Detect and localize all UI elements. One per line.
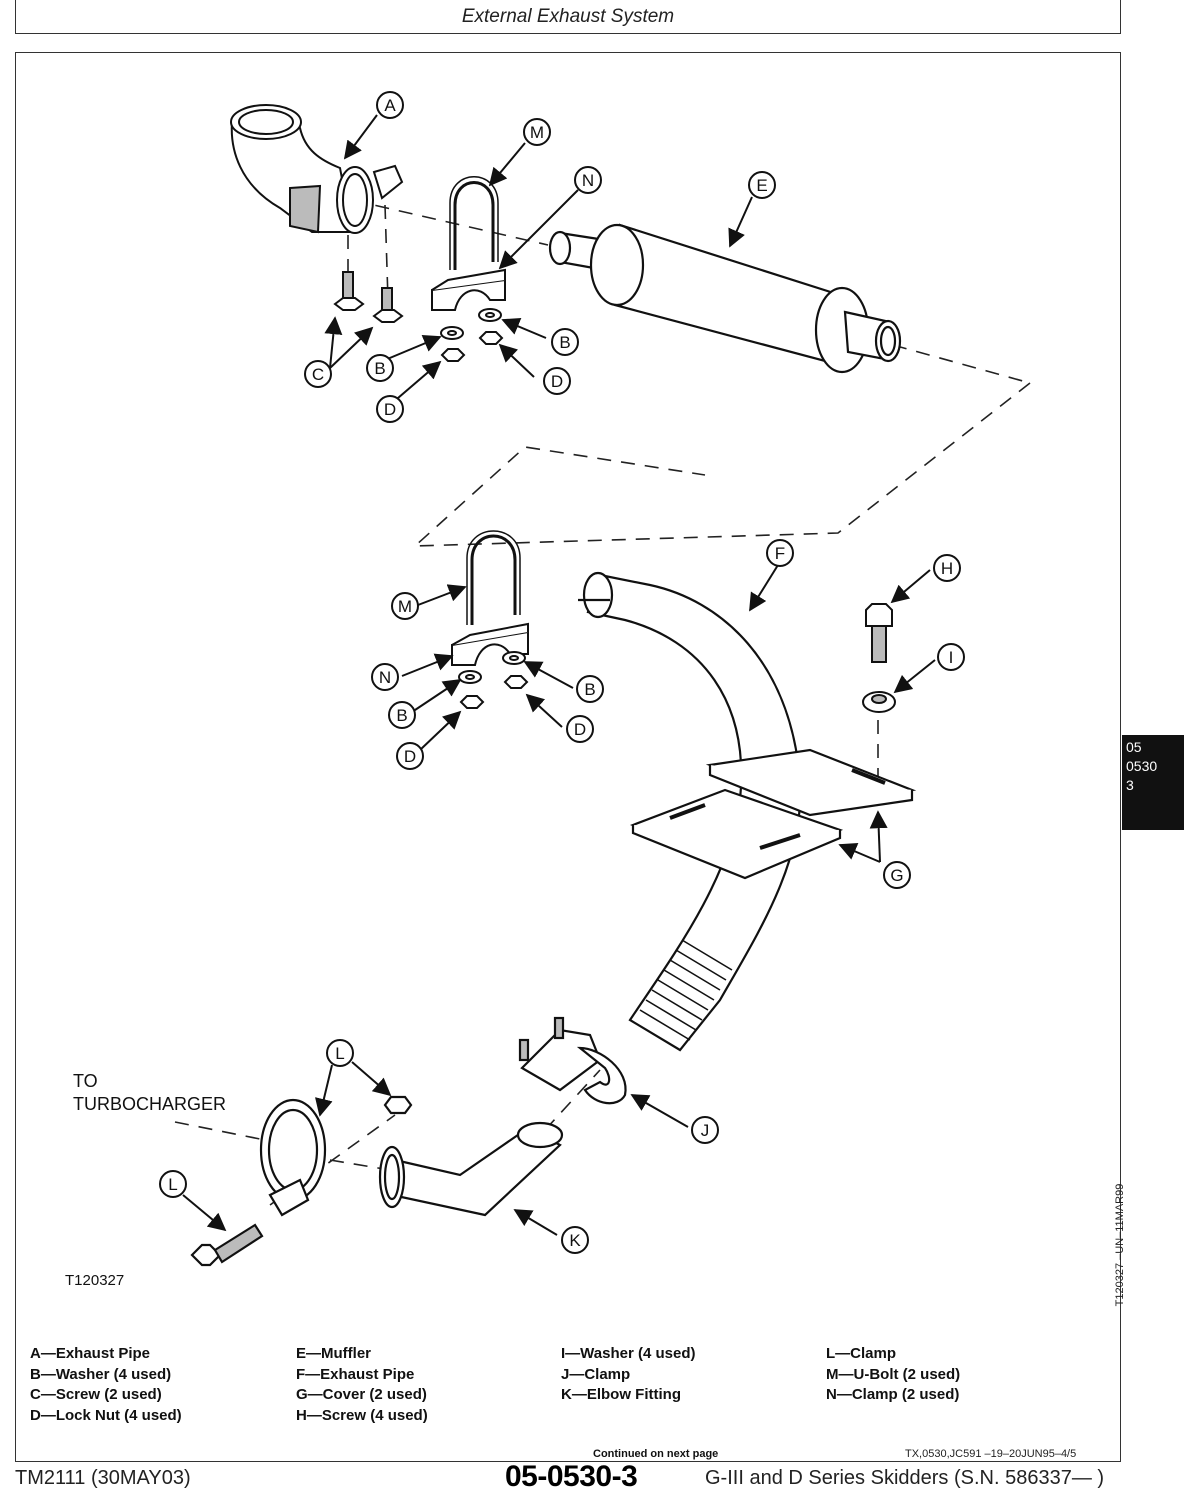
legend-item: B—Washer (4 used): [30, 1365, 172, 1383]
footer-model: G-III and D Series Skidders (S.N. 586337…: [705, 1467, 1105, 1489]
legend-column-3: I—Washer (4 used) J—Clamp K—Elbow Fittin…: [561, 1344, 695, 1406]
turbocharger-label: TURBOCHARGER: [73, 1094, 226, 1114]
footer-page-number: 05-0530-3: [505, 1460, 638, 1493]
saddle-clamp-n-upper: [431, 268, 506, 311]
legend-item: N—Clamp (2 used): [826, 1386, 960, 1403]
figure-frame: [15, 52, 1121, 1462]
section-tab-line3: 3: [1126, 777, 1134, 793]
reference-code: TX,0530,JC591 –19–20JUN95–4/5: [905, 1448, 1077, 1460]
legend-column-2: E—Muffler F—Exhaust Pipe G—Cover (2 used…: [296, 1344, 428, 1426]
callout-k: K: [569, 1231, 581, 1250]
legend-item: M—U-Bolt (2 used): [826, 1365, 961, 1383]
callout-a: A: [384, 96, 396, 115]
callout-i: I: [949, 648, 954, 667]
callout-c: C: [312, 365, 324, 384]
to-label: TO: [73, 1071, 98, 1091]
legend-item: I—Washer (4 used): [561, 1345, 696, 1362]
continued-note: Continued on next page: [593, 1448, 719, 1460]
callout-letters: A M N E B B D D C F H I M N B B D D G J …: [168, 96, 953, 1250]
elbow-fitting-k: [378, 1121, 564, 1217]
clamp-j: [518, 1016, 627, 1105]
figure-number: T120327: [65, 1272, 124, 1289]
callout-g: G: [890, 866, 903, 885]
screw-h: [865, 603, 893, 663]
legend-item: L—Clamp: [826, 1345, 897, 1362]
page-title: External Exhaust System: [461, 6, 675, 27]
callout-d: D: [551, 372, 563, 391]
callout-d: D: [384, 400, 396, 419]
callout-circles: [159, 91, 965, 1254]
callout-h: H: [941, 559, 953, 578]
section-tab: 05 0530 3: [1122, 735, 1184, 830]
exhaust-system-diagram: A M N E B B D D C F H I M N B B D D G J …: [65, 91, 1031, 1289]
washers-nuts-upper: [440, 308, 504, 362]
callout-f: F: [775, 544, 785, 563]
legend-column-4: L—Clamp M—U-Bolt (2 used) N—Clamp (2 use…: [826, 1344, 960, 1406]
callout-l: L: [335, 1044, 344, 1063]
legend-column-1: A—Exhaust Pipe B—Washer (4 used) C—Screw…: [30, 1344, 182, 1426]
header-box: External Exhaust System: [15, 0, 1121, 34]
callout-m: M: [530, 123, 544, 142]
legend-item: G—Cover (2 used): [296, 1386, 427, 1403]
muffler-e: [548, 223, 902, 374]
exhaust-pipe-f: [578, 571, 802, 1052]
legend-item: F—Exhaust Pipe: [296, 1365, 415, 1383]
footer-manual-id: TM2111 (30MAY03): [15, 1467, 191, 1489]
callout-j: J: [701, 1121, 710, 1140]
section-tab-line1: 05: [1126, 739, 1142, 755]
u-bolt-m-upper: [449, 176, 499, 270]
legend-item: D—Lock Nut (4 used): [30, 1406, 182, 1424]
legend-item: C—Screw (2 used): [30, 1386, 162, 1403]
section-tab-line2: 0530: [1126, 758, 1158, 774]
callout-b: B: [374, 359, 385, 378]
vertical-figure-code: T120327 –UN–11MAR99: [1100, 1160, 1140, 1330]
legend-item: K—Elbow Fitting: [561, 1386, 681, 1403]
screws-c: [333, 271, 404, 323]
legend-item: A—Exhaust Pipe: [30, 1345, 151, 1362]
leader-lines: [182, 114, 936, 1236]
callout-d: D: [574, 720, 586, 739]
exhaust-pipe-a: [230, 104, 404, 234]
callout-m: M: [398, 597, 412, 616]
washer-i: [862, 691, 896, 713]
vertical-figure-code-text: T120327 –UN–11MAR99: [1114, 1183, 1126, 1307]
callout-l: L: [168, 1175, 177, 1194]
legend-item: H—Screw (4 used): [296, 1406, 428, 1424]
callout-b: B: [584, 680, 595, 699]
u-bolt-m-lower: [466, 530, 521, 625]
callout-n: N: [379, 668, 391, 687]
callout-n: N: [582, 171, 594, 190]
callout-b: B: [396, 706, 407, 725]
clamp-l: [190, 1095, 413, 1267]
legend-item: E—Muffler: [296, 1345, 371, 1362]
legend-item: J—Clamp: [561, 1365, 631, 1383]
washers-nuts-lower: [458, 651, 529, 709]
covers-g: [629, 748, 917, 880]
callout-b: B: [559, 333, 570, 352]
callout-e: E: [756, 176, 767, 195]
callout-d: D: [404, 747, 416, 766]
